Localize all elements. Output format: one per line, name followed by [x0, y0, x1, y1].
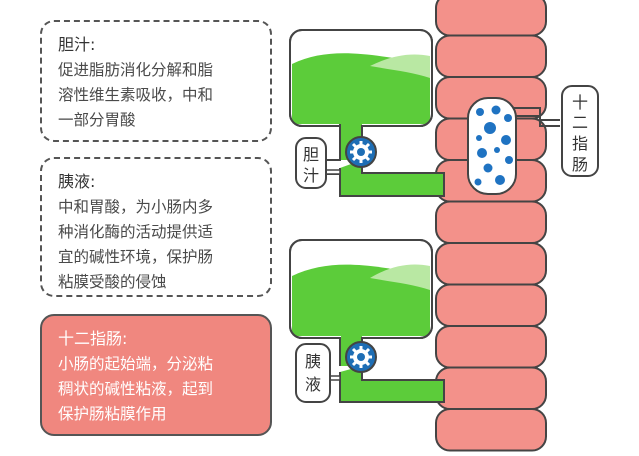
intestine-segment: [435, 34, 547, 78]
duodenum-label-char: 指: [572, 134, 588, 153]
bile-label-char: 胆: [303, 145, 319, 164]
callout-line: 粘膜受酸的侵蚀: [58, 273, 167, 291]
intestine-segment: [435, 200, 547, 244]
bile-label-box: 胆 汁: [295, 137, 327, 189]
duodenum-callout: 十二指肠: 小肠的起始端，分泌粘 稠状的碱性粘液，起到 保护肠粘膜作用: [40, 314, 272, 436]
duodenum-label-box: 十 二 指 肠: [561, 85, 599, 177]
intestine-segments: [435, 0, 547, 452]
callout-line: 保护肠粘膜作用: [58, 405, 167, 423]
intestine-segment: [435, 283, 547, 327]
bile-callout: 胆汁: 促进脂肪消化分解和脂 溶性维生素吸收，中和 一部分胃酸: [40, 20, 272, 142]
duodenum-label-char: 肠: [572, 155, 588, 174]
duodenum-capsule: [467, 97, 560, 195]
intestine-segment: [435, 242, 547, 286]
callout-title: 胰液:: [58, 172, 96, 191]
pancreatic-label-char: 液: [305, 375, 321, 394]
bile-label-char: 汁: [303, 166, 319, 185]
callout-text: 促进脂肪消化分解和脂 溶性维生素吸收，中和 一部分胃酸: [58, 58, 256, 133]
bile-tank: [289, 29, 445, 197]
callout-title: 十二指肠:: [58, 329, 128, 348]
callout-text: 小肠的起始端，分泌粘 稠状的碱性粘液，起到 保护肠粘膜作用: [58, 352, 256, 427]
pancreatic-label-box: 胰 液: [295, 343, 331, 403]
callout-line: 稠状的碱性粘液，起到: [58, 380, 214, 398]
callout-line: 宜的碱性环境，保护肠: [58, 248, 214, 266]
gear-valve-icon: [345, 136, 377, 168]
intestine-segment: [435, 366, 547, 410]
intestine-segment: [435, 0, 547, 37]
intestine-segment: [435, 408, 547, 452]
callout-title: 胆汁:: [58, 35, 96, 54]
duodenum-label-char: 十: [572, 93, 588, 112]
callout-line: 种消化酶的活动提供适: [58, 223, 214, 241]
callout-line: 促进脂肪消化分解和脂: [58, 61, 214, 79]
callout-line: 溶性维生素吸收，中和: [58, 86, 214, 104]
callout-line: 小肠的起始端，分泌粘: [58, 355, 214, 373]
pancreatic-callout: 胰液: 中和胃酸，为小肠内多 种消化酶的活动提供适 宜的碱性环境，保护肠 粘膜受…: [40, 157, 272, 297]
duodenum-label-char: 二: [572, 113, 588, 132]
callout-line: 一部分胃酸: [58, 111, 136, 129]
callout-text: 中和胃酸，为小肠内多 种消化酶的活动提供适 宜的碱性环境，保护肠 粘膜受酸的侵蚀: [58, 195, 256, 295]
intestine-segment: [435, 325, 547, 369]
gear-valve-icon: [345, 341, 377, 373]
callout-line: 中和胃酸，为小肠内多: [58, 198, 214, 216]
pancreatic-label-char: 胰: [305, 352, 321, 371]
pancreatic-tank: [289, 239, 445, 403]
